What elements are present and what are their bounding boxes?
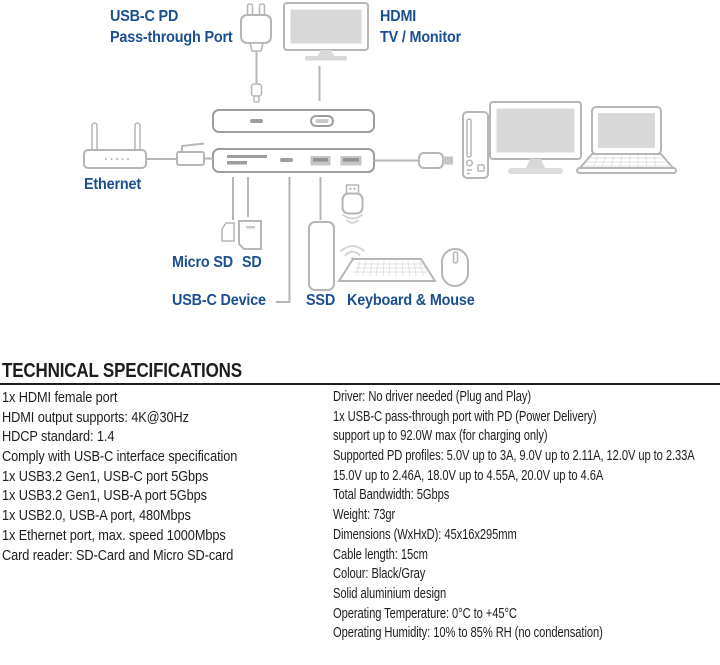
- spec-line: Colour: Black/Gray: [333, 566, 426, 583]
- desktop-pc-icon: [462, 111, 489, 179]
- label-line: SSD: [306, 292, 336, 309]
- spec-line: Card reader: SD-Card and Micro SD-card: [2, 546, 234, 564]
- spec-line: Supported PD profiles: 5.0V up to 3A, 9.…: [333, 448, 695, 465]
- micro-sd-card-icon: [221, 222, 235, 242]
- label-ssd: SSD: [306, 290, 335, 311]
- connector-lines: [232, 177, 322, 303]
- spec-line: Operating Humidity: 10% to 85% RH (no co…: [333, 625, 603, 642]
- label-micro-sd-sd: Micro SD SD: [172, 252, 262, 273]
- spec-line: Driver: No driver needed (Plug and Play): [333, 389, 531, 405]
- spec-line: 1x HDMI female port: [2, 389, 118, 406]
- label-usbc-pd-passthrough: USB-C PD Pass-through Port: [110, 6, 233, 48]
- spec-line: Cable length: 15cm: [333, 546, 428, 563]
- usb-c-device-line: [276, 177, 291, 303]
- sd-slot-icon: [227, 155, 267, 158]
- connection-diagram: [83, 2, 677, 303]
- label-line: SD: [241, 254, 262, 271]
- specs-right-column: Driver: No driver needed (Plug and Play)…: [333, 388, 695, 644]
- tv-icon: [283, 2, 369, 101]
- usb-a-port-icon: [310, 156, 331, 166]
- hub-bottom-view-icon: [212, 148, 375, 173]
- micro-sd-slot-icon: [227, 161, 247, 165]
- label-line: TV / Monitor: [380, 29, 462, 46]
- label-line: Ethernet: [84, 176, 141, 193]
- spec-line: HDMI output supports: 4K@30Hz: [2, 408, 189, 426]
- power-adapter-icon: [240, 3, 272, 103]
- spec-line: Weight: 73gr: [333, 507, 396, 524]
- usb-receiver-icon: [341, 184, 364, 215]
- label-line: Keyboard & Mouse: [347, 292, 475, 309]
- mouse-icon: [441, 248, 469, 287]
- wifi-waves-icon: [340, 245, 365, 261]
- wifi-waves-icon: [342, 214, 363, 224]
- spec-line: 1x Ethernet port, max. speed 1000Mbps: [2, 526, 226, 544]
- monitor-icon: [489, 101, 582, 174]
- spec-line: 1x USB-C pass-through port with PD (Powe…: [333, 408, 597, 425]
- hdmi-port-icon: [310, 115, 334, 127]
- spec-line: 15.0V up to 2.46A, 18.0V up to 4.55A, 20…: [333, 467, 604, 484]
- spec-line: support up to 92.0W max (for charging on…: [333, 428, 548, 445]
- hub-top-view-icon: [212, 109, 375, 133]
- spec-line: Comply with USB-C interface specificatio…: [2, 448, 238, 466]
- usb-c-plug-icon: [374, 152, 453, 169]
- router-icon: [83, 122, 147, 169]
- usb-c-port-icon: [250, 119, 263, 123]
- ethernet-cable-icon: [146, 142, 213, 166]
- label-line: Micro SD: [172, 254, 233, 271]
- ssd-icon: [308, 221, 335, 291]
- label-keyboard-mouse: Keyboard & Mouse: [347, 290, 475, 311]
- sd-card-icon: [238, 220, 262, 250]
- spec-line: 1x USB3.2 Gen1, USB-C port 5Gbps: [2, 467, 209, 485]
- spec-line: 1x USB2.0, USB-A port, 480Mbps: [2, 507, 191, 525]
- usb-a-port-icon: [340, 156, 362, 166]
- spec-line: HDCP standard: 1.4: [2, 428, 115, 446]
- spec-line: Operating Temperature: 0°C to +45°C: [333, 605, 517, 622]
- spec-line: Dimensions (WxHxD): 45x16x295mm: [333, 526, 517, 543]
- spec-line: Total Bandwidth: 5Gbps: [333, 487, 450, 504]
- spec-line: Solid aluminium design: [333, 585, 447, 602]
- keyboard-icon: [337, 258, 437, 282]
- label-line: USB-C Device: [172, 292, 266, 309]
- specs-heading: TECHNICAL SPECIFICATIONS: [2, 360, 242, 382]
- label-line: HDMI: [380, 8, 417, 25]
- label-usbc-device: USB-C Device: [172, 290, 266, 311]
- label-line: USB-C PD: [110, 8, 179, 25]
- label-line: Pass-through Port: [110, 29, 233, 46]
- laptop-icon: [576, 106, 677, 174]
- label-hdmi-tv-monitor: HDMI TV / Monitor: [380, 6, 461, 48]
- usb-c-port-icon: [280, 158, 293, 162]
- label-ethernet: Ethernet: [84, 174, 141, 195]
- spec-line: 1x USB3.2 Gen1, USB-A port 5Gbps: [2, 487, 207, 505]
- heading-divider: [0, 383, 720, 385]
